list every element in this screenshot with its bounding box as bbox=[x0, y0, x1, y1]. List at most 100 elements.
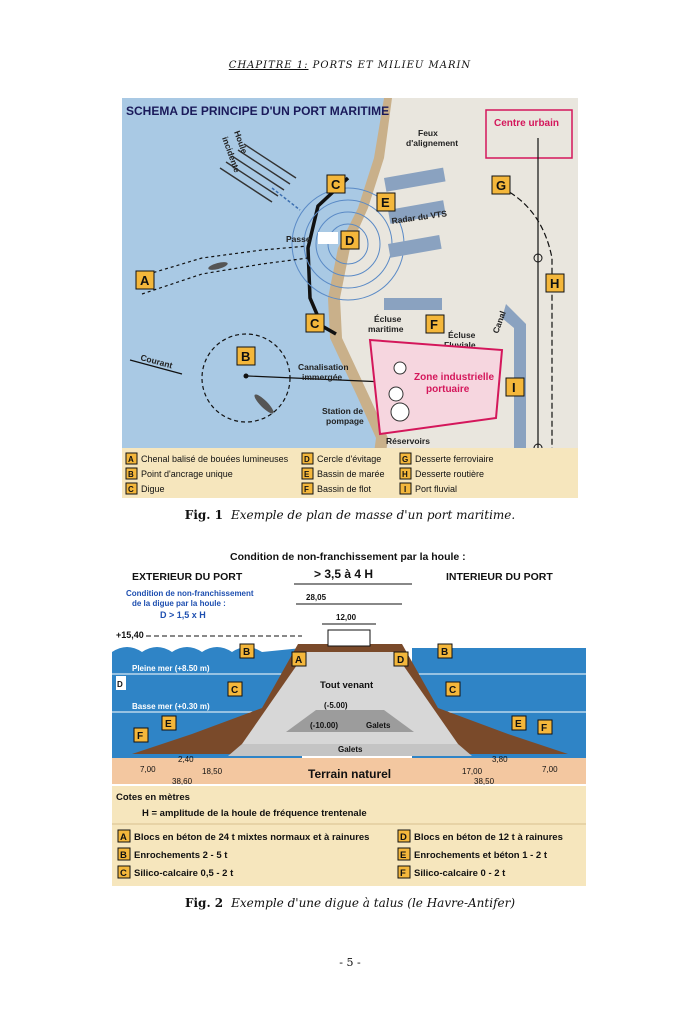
label-reservoirs: Réservoirs bbox=[386, 436, 430, 446]
svg-text:B: B bbox=[120, 850, 127, 861]
fig2-legend: A Blocs en béton de 24 t mixtes normaux … bbox=[117, 829, 563, 879]
label-feux: Feux bbox=[418, 128, 438, 138]
label-station: Station de bbox=[322, 406, 363, 416]
svg-text:A: A bbox=[140, 273, 150, 288]
diagram-title: SCHEMA DE PRINCIPE D'UN PORT MARITIME bbox=[126, 104, 389, 118]
svg-text:Blocs en béton de 12 t à rainu: Blocs en béton de 12 t à rainures bbox=[414, 832, 563, 843]
svg-text:F: F bbox=[541, 723, 547, 734]
svg-text:B: B bbox=[128, 470, 134, 479]
basin-quay-2 bbox=[388, 200, 446, 224]
dim-left-1850: 18,50 bbox=[202, 767, 223, 776]
chapter-title: PORTS ET MILIEU MARIN bbox=[312, 60, 472, 71]
label-tout-venant: Tout venant bbox=[320, 680, 374, 691]
figure-breakwater: Condition de non-franchissement par la h… bbox=[112, 548, 586, 886]
cond-digue-2: de la digue par la houle : bbox=[132, 599, 226, 608]
road-node-1 bbox=[533, 253, 543, 263]
dim-left-3860: 38,60 bbox=[172, 777, 193, 786]
terrain-naturel bbox=[112, 758, 586, 784]
svg-text:Enrochements 2 - 5 t: Enrochements 2 - 5 t bbox=[134, 850, 228, 861]
svg-text:B: B bbox=[241, 349, 250, 364]
svg-text:E: E bbox=[165, 719, 172, 730]
pipeline bbox=[247, 375, 385, 383]
tout-venant bbox=[242, 652, 458, 744]
svg-text:F: F bbox=[430, 317, 438, 332]
svg-text:Blocs en béton de 24 t mixtes: Blocs en béton de 24 t mixtes normaux et… bbox=[134, 832, 369, 843]
svg-text:Silico-calcaire 0 - 2 t: Silico-calcaire 0 - 2 t bbox=[414, 868, 506, 879]
svg-text:A: A bbox=[295, 655, 302, 666]
svg-text:Digue: Digue bbox=[141, 484, 165, 494]
breakwater-diagram: Condition de non-franchissement par la h… bbox=[112, 551, 586, 886]
dim-m1000: (-10.00) bbox=[310, 721, 338, 730]
svg-text:F: F bbox=[400, 868, 406, 879]
svg-text:D: D bbox=[304, 455, 310, 464]
turning-circle bbox=[291, 187, 405, 301]
label-centre-urbain: Centre urbain bbox=[494, 118, 559, 129]
basin-quay-4 bbox=[384, 298, 442, 310]
label-ecluse-maritime-2: maritime bbox=[368, 324, 404, 334]
label-cotes: Cotes en mètres bbox=[116, 792, 190, 803]
svg-text:C: C bbox=[231, 685, 238, 696]
dim-m500: (-5.00) bbox=[324, 701, 348, 710]
svg-text:C: C bbox=[331, 177, 341, 192]
svg-text:E: E bbox=[304, 470, 310, 479]
dim-28: 28,05 bbox=[306, 593, 327, 602]
label-h-def: H = amplitude de la houle de fréquence t… bbox=[142, 808, 367, 819]
page-header: CHAPITRE 1: PORTS ET MILIEU MARIN bbox=[0, 60, 700, 71]
label-feux-alignement: d'alignement bbox=[406, 138, 458, 148]
label-zone-industrielle: Zone industrielle bbox=[414, 372, 494, 383]
svg-text:Enrochements et béton 1 - 2 t: Enrochements et béton 1 - 2 t bbox=[414, 850, 548, 861]
svg-text:E: E bbox=[400, 850, 406, 861]
label-ecluse-maritime-1: Écluse bbox=[374, 314, 402, 324]
fig2-letter-markers: B A D B C C E E F F bbox=[133, 643, 553, 743]
svg-text:C: C bbox=[128, 485, 134, 494]
current-arrow bbox=[129, 359, 183, 375]
fig2-title: Condition de non-franchissement par la h… bbox=[230, 551, 466, 563]
label-pleine-mer: Pleine mer (+8.50 m) bbox=[132, 664, 210, 673]
basin-quay-3 bbox=[388, 234, 442, 258]
dim-right-1700: 17,00 bbox=[462, 767, 483, 776]
figure-1-number: Fig. 1 bbox=[184, 508, 223, 522]
label-exterieur: EXTERIEUR DU PORT bbox=[132, 571, 243, 583]
svg-text:Chenal balisé de bouées lumine: Chenal balisé de bouées lumineuses bbox=[141, 454, 289, 464]
wave-arrow bbox=[271, 187, 301, 211]
figure-2-number: Fig. 2 bbox=[184, 896, 224, 910]
channel-line-bottom bbox=[141, 257, 309, 295]
svg-text:D: D bbox=[397, 655, 404, 666]
label-portuaire: portuaire bbox=[426, 384, 470, 395]
label-d: D bbox=[117, 680, 123, 689]
reservoir-3 bbox=[390, 402, 410, 422]
svg-text:I: I bbox=[404, 485, 406, 494]
svg-text:H: H bbox=[402, 470, 408, 479]
dim-right-700: 7,00 bbox=[542, 765, 558, 774]
label-ecluse-fluviale-1: Écluse bbox=[448, 330, 476, 340]
urban-center-box bbox=[485, 109, 573, 159]
page-number: - 5 - bbox=[339, 956, 361, 969]
svg-text:E: E bbox=[381, 195, 390, 210]
svg-text:Desserte ferroviaire: Desserte ferroviaire bbox=[415, 454, 494, 464]
tanker-icon bbox=[254, 394, 274, 414]
svg-text:Desserte routière: Desserte routière bbox=[415, 469, 484, 479]
svg-text:Bassin de marée: Bassin de marée bbox=[317, 469, 385, 479]
label-basse-mer: Basse mer (+0.30 m) bbox=[132, 702, 210, 711]
letter-markers: A B C C D E F G H I bbox=[135, 174, 565, 397]
figure-2-text: Exemple d'une digue à talus (le Havre-An… bbox=[231, 896, 516, 910]
svg-text:B: B bbox=[441, 647, 448, 658]
label-passe: Passe bbox=[286, 234, 311, 244]
fig2-legend-panel bbox=[112, 786, 586, 886]
label-terrain: Terrain naturel bbox=[308, 767, 391, 781]
svg-text:Bassin de flot: Bassin de flot bbox=[317, 484, 372, 494]
cond-top: > 3,5 à 4 H bbox=[314, 567, 373, 581]
label-canalisation: Canalisation bbox=[298, 362, 349, 372]
label-galets-1: Galets bbox=[366, 721, 391, 730]
wave-hatch bbox=[219, 143, 297, 203]
dim-right-3850: 38,50 bbox=[474, 777, 495, 786]
channel-line-top bbox=[141, 245, 309, 277]
crown-wall bbox=[327, 629, 371, 647]
svg-text:Port fluvial: Port fluvial bbox=[415, 484, 457, 494]
figure-2-caption: Fig. 2 Exemple d'une digue à talus (le Ha… bbox=[0, 896, 700, 910]
svg-text:C: C bbox=[310, 316, 320, 331]
dim-left-240: 2,40 bbox=[178, 755, 194, 764]
d-box bbox=[116, 676, 126, 690]
svg-text:Cercle d'évitage: Cercle d'évitage bbox=[317, 454, 381, 464]
